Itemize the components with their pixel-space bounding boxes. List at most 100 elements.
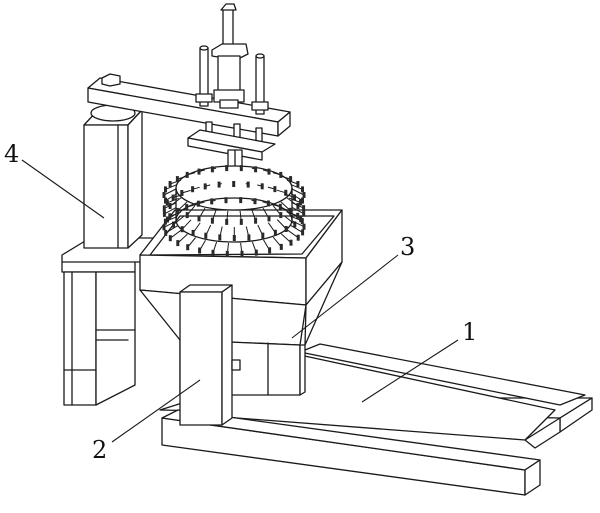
bristle-tip: [162, 192, 166, 198]
bristle: [165, 225, 178, 234]
bristle-tip: [168, 181, 172, 187]
bristle-tip: [168, 213, 172, 220]
bristle: [284, 215, 296, 225]
callout-2: 2: [92, 436, 107, 464]
bristle-tip: [225, 250, 229, 257]
bristle-tip: [217, 181, 221, 188]
bristle: [165, 193, 178, 202]
bristle-tip: [218, 234, 222, 241]
bristle: [290, 183, 303, 190]
bristle: [290, 215, 303, 222]
bristle-tip: [301, 229, 305, 236]
top-arm: [87, 3, 291, 137]
brush-disk: [162, 165, 306, 257]
bristle-tip: [180, 190, 184, 196]
bristle-tip: [279, 243, 283, 250]
bristle-tip: [299, 199, 302, 206]
bristle-tip: [175, 208, 179, 215]
bristle-tip: [162, 205, 166, 212]
bristle-tip: [261, 232, 265, 239]
bristle-tip: [284, 226, 288, 232]
bristle-tip: [296, 212, 300, 219]
bristle-tip: [191, 229, 195, 236]
bristle-tip: [254, 166, 258, 173]
bristle-tip: [196, 200, 200, 207]
bristle-tip: [302, 223, 306, 230]
bristle-tip: [247, 234, 251, 241]
bristle-tip: [232, 235, 236, 241]
bristle-tip: [240, 250, 244, 257]
bristle: [176, 207, 187, 212]
leader-line-4: [21, 159, 105, 219]
bristle-tip: [210, 166, 214, 173]
bristle: [170, 229, 182, 239]
bristle-tip: [164, 229, 168, 236]
bristle-tip: [299, 216, 303, 223]
bristle-tip: [302, 192, 306, 198]
bristle-tip: [268, 247, 272, 254]
bristle: [177, 201, 188, 212]
bristle-tip: [266, 200, 270, 207]
bristle-tip: [186, 244, 190, 251]
bristle-tip: [168, 235, 172, 242]
bristle-tip: [172, 221, 175, 228]
callout-1: 1: [462, 318, 477, 346]
bristle: [290, 193, 303, 202]
bristle-tip: [198, 247, 202, 254]
leader-line-2: [111, 379, 201, 443]
bristle-tip: [239, 197, 243, 204]
bristle: [291, 202, 304, 209]
bristle: [280, 233, 292, 244]
bristle-tip: [171, 194, 175, 201]
bristle-tip: [224, 197, 228, 204]
bristle-tip: [176, 240, 180, 247]
bristle-tip: [301, 197, 304, 204]
bristle-tip: [197, 168, 201, 175]
bristle: [177, 233, 188, 244]
bristle-tip: [203, 183, 207, 190]
bristle-tip: [239, 218, 243, 225]
bristle: [164, 206, 177, 215]
bristle-tip: [302, 210, 306, 217]
bristle-tip: [210, 198, 214, 205]
bristle-tip: [302, 205, 306, 212]
brush-bristles: [162, 165, 306, 257]
bristle-tip: [162, 224, 166, 231]
bristle-tip: [273, 229, 277, 236]
bristle-tip: [254, 217, 258, 224]
leader-line-3: [291, 254, 399, 339]
bristle-tip: [225, 165, 229, 172]
bristle: [280, 175, 291, 180]
bristle-tip: [273, 186, 277, 193]
bristle: [288, 197, 301, 203]
bristle: [280, 207, 291, 212]
bristle-tip: [278, 203, 282, 210]
bristle-tip: [260, 183, 264, 190]
bristle: [169, 179, 182, 185]
bristle: [283, 193, 295, 198]
bristle-tip: [163, 218, 167, 225]
bristle-tip: [289, 239, 293, 246]
bristle-tip: [204, 232, 208, 239]
bristle: [286, 229, 299, 239]
bristle-tip: [279, 212, 283, 219]
bristle-tip: [175, 176, 179, 183]
bristle-tip: [210, 217, 214, 224]
bristle-tip: [293, 221, 297, 228]
bristle: [291, 220, 305, 228]
callout-3: 3: [400, 233, 415, 261]
bristle-tip: [180, 226, 184, 233]
bristle-tip: [293, 194, 296, 201]
bristle-tip: [254, 249, 258, 256]
bristle: [177, 175, 188, 180]
bristle-tip: [289, 176, 293, 183]
bristle: [173, 215, 185, 225]
callout-4: 4: [4, 140, 19, 168]
bristle-tip: [232, 181, 236, 187]
bristle-tip: [185, 171, 189, 178]
bristle-tip: [162, 210, 166, 217]
vertical-column: [83, 104, 143, 249]
bristle-tip: [267, 215, 271, 222]
bristle-tip: [164, 186, 167, 193]
